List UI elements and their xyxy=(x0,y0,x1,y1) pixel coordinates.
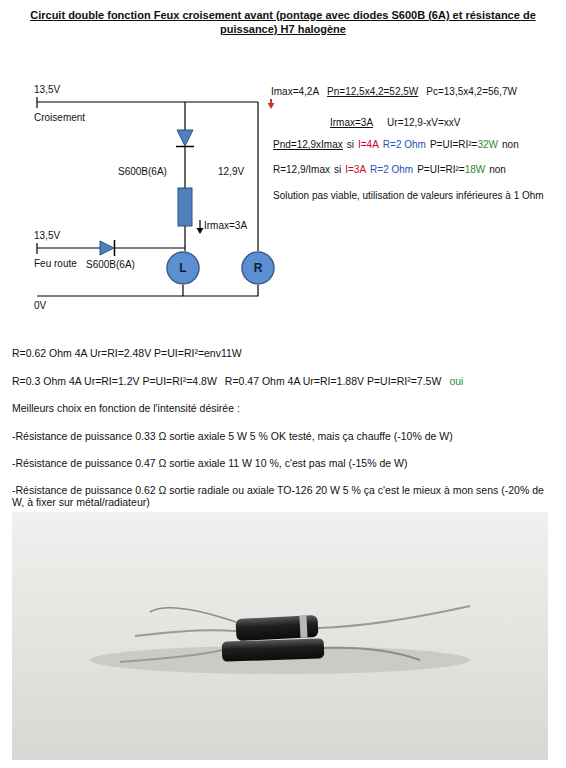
voltage-label: 13,5V xyxy=(34,230,60,242)
note-text: Pc=13,5x4,2=56,7W xyxy=(426,86,517,98)
component-photo xyxy=(12,512,548,760)
note-text: 18W xyxy=(465,164,486,176)
page-title: Circuit double fonction Feux croisement … xyxy=(18,8,548,36)
lamp-circle: R xyxy=(241,251,275,285)
body-text: -Résistance de puissance 0.47 Ω sortie a… xyxy=(12,457,407,469)
ground-wire xyxy=(183,285,258,296)
note-text: I=4A xyxy=(358,139,379,151)
calc-line: R=0.62 Ohm 4A Ur=RI=2.48V P=UI=RI²=env11… xyxy=(12,347,242,359)
current-arrow xyxy=(197,220,204,234)
note-text: si xyxy=(334,164,341,176)
resistor-symbol xyxy=(178,188,192,226)
diode-symbol xyxy=(100,240,115,256)
voltage-label: 12,9V xyxy=(218,166,244,178)
lamp-letter: R xyxy=(241,251,275,285)
body-text: Meilleurs choix en fonction de l'intensi… xyxy=(12,402,240,414)
note-text: Solution pas viable, utilisation de vale… xyxy=(273,190,544,202)
note-text: I=3A xyxy=(345,164,366,176)
note-text: si xyxy=(347,139,354,151)
body-text: -Résistance de puissance 0.62 Ω sortie r… xyxy=(12,484,552,508)
calc-line: oui xyxy=(449,375,463,387)
calc-line: R=0.3 Ohm 4A Ur=RI=1.2V P=UI=RI²=4.8W xyxy=(12,375,217,387)
note-text: Imax=4,2A xyxy=(271,86,319,98)
note-text: P=UI=RI²= xyxy=(417,164,465,176)
note-text: P=UI=RI²= xyxy=(430,139,478,151)
note-text: non xyxy=(502,139,519,151)
lamp-circle: L xyxy=(166,251,200,285)
lamp-circle-shape xyxy=(167,252,199,284)
note-text: Pn=12,5x4,2=52,5W xyxy=(327,86,418,98)
note-text: R=12,9/Imax xyxy=(273,164,330,176)
note-text: Irmax=3A xyxy=(330,117,373,129)
part-name: S600B(6A) xyxy=(118,166,167,178)
voltage-label: 0V xyxy=(34,300,46,312)
part-name: S600B(6A) xyxy=(86,259,135,271)
note-text: non xyxy=(489,164,506,176)
body-text: -Résistance de puissance 0.33 Ω sortie a… xyxy=(12,430,453,442)
current-label: Irmax=3A xyxy=(204,220,247,232)
current-arrow xyxy=(268,99,275,109)
rail-name: Feu route xyxy=(34,258,77,270)
calc-line: R=0.47 Ohm 4A Ur=RI=1.88V P=UI=RI²=7.5W xyxy=(225,375,442,387)
note-text: 32W xyxy=(477,139,498,151)
rail-name: Croisement xyxy=(34,112,85,124)
note-text: Pnd=12,9xImax xyxy=(273,139,343,151)
lamp-circle-shape xyxy=(242,252,274,284)
voltage-label: 13,5V xyxy=(34,84,60,96)
diode-symbol xyxy=(176,130,194,147)
note-text: R=2 Ohm xyxy=(370,164,413,176)
note-text: R=2 Ohm xyxy=(383,139,426,151)
lamp-letter: L xyxy=(166,251,200,285)
note-text: Ur=12,9-xV=xxV xyxy=(387,117,460,129)
